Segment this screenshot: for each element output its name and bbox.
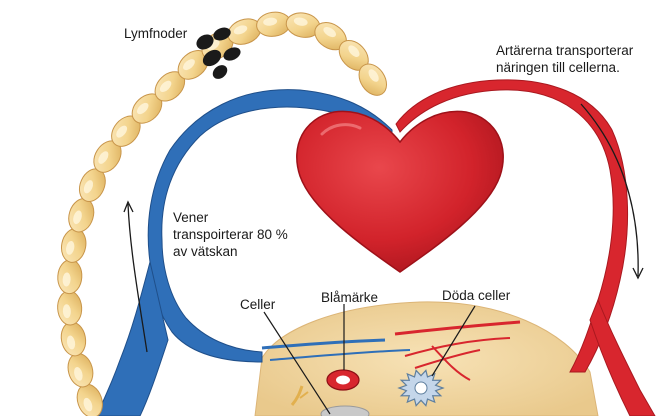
lymph-vessel-highlight: [233, 25, 248, 35]
artery-vessel: [395, 79, 629, 373]
heart-icon: [296, 110, 504, 273]
lymph-node-icon: [196, 27, 241, 79]
lymph-vessel-highlight: [348, 45, 360, 57]
lymph-vessel-highlight: [62, 304, 71, 319]
lymph-vessel-highlight: [116, 125, 128, 138]
lymph-vessel-highlight: [293, 17, 308, 26]
vein-branch: [95, 261, 169, 416]
lymph-vessel-highlight: [323, 26, 336, 38]
lymph-vessel-highlight: [66, 335, 76, 350]
dead-cell-icon: [397, 369, 445, 407]
label-cells: Celler: [240, 297, 276, 312]
bruise-cell-icon: [326, 369, 360, 391]
label-arteries: Artärerna transporterar näringen till ce…: [496, 43, 634, 75]
pointer-dead-cells: [431, 305, 476, 377]
pointer-cells: [263, 311, 331, 415]
label-dead-cells: Döda celler: [442, 288, 511, 303]
lymph-vessel-highlight: [159, 80, 172, 92]
pointer-lines: [263, 304, 476, 415]
lymph-vessel-highlight: [74, 367, 83, 381]
lymph-vessel-highlight: [183, 59, 195, 71]
lymph-vessel-highlight: [66, 240, 75, 255]
artery-branch: [589, 298, 656, 416]
lymph-vessel-highlight: [62, 272, 71, 287]
lymph-vessel-highlight: [83, 180, 94, 194]
lymph-vessel-highlight: [263, 17, 278, 26]
lymph-vessel-highlight: [98, 151, 109, 164]
flow-arrow-icon: [123, 103, 644, 353]
label-veins: Vener transpoirterar 80 % av vätskan: [173, 210, 288, 259]
lymph-vessel-highlight: [83, 397, 93, 412]
lymph-vessel: [57, 11, 388, 416]
lymph-vessel-highlight: [73, 210, 82, 225]
label-bruise: Blåmärke: [321, 290, 379, 305]
lymph-vessel-highlight: [368, 69, 379, 82]
label-lymph-nodes: Lymfnoder: [124, 26, 188, 41]
lymph-vessel-highlight: [136, 102, 149, 115]
